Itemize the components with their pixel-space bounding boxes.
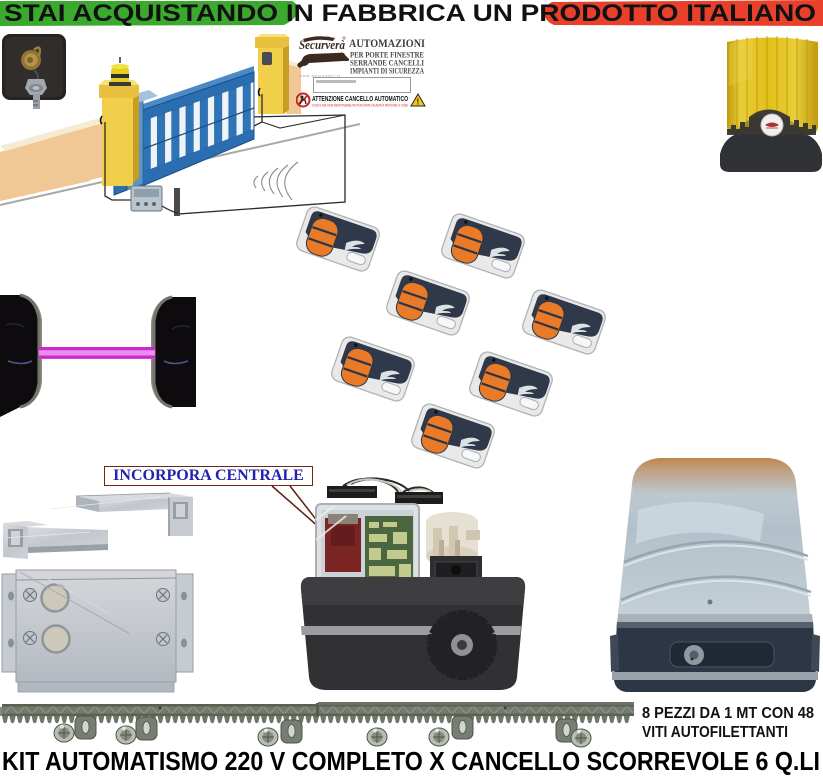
svg-text:8 PEZZI DA 1 MT CON 48: 8 PEZZI DA 1 MT CON 48 xyxy=(642,705,814,722)
svg-text:SERRANDE CANCELLI: SERRANDE CANCELLI xyxy=(350,59,424,68)
svg-text:AUTOMAZIONI: AUTOMAZIONI xyxy=(349,36,425,50)
svg-text:www.securveri.it: www.securveri.it xyxy=(299,73,341,78)
svg-text:SI DECLINA OGNI RESPONSABILITA: SI DECLINA OGNI RESPONSABILITA PER DANNI… xyxy=(312,104,408,108)
svg-text:dal 1969: dal 1969 xyxy=(318,36,330,40)
svg-text:VITI AUTOFILETTANTI: VITI AUTOFILETTANTI xyxy=(642,724,788,741)
svg-text:Securverà: Securverà xyxy=(299,37,345,52)
svg-text:KIT AUTOMATISMO 220 V COMPLETO: KIT AUTOMATISMO 220 V COMPLETO X CANCELL… xyxy=(2,746,820,776)
svg-text:ATTENZIONE CANCELLO AUTOMATICO: ATTENZIONE CANCELLO AUTOMATICO xyxy=(312,94,408,103)
svg-text:PER PORTE FINESTRE: PER PORTE FINESTRE xyxy=(350,51,424,60)
svg-text:IMPIANTI DI SICUREZZA: IMPIANTI DI SICUREZZA xyxy=(350,67,424,76)
svg-text:!: ! xyxy=(417,98,420,107)
svg-text:STAI ACQUISTANDO IN FABBRICA U: STAI ACQUISTANDO IN FABBRICA UN PRODOTTO… xyxy=(4,0,816,27)
